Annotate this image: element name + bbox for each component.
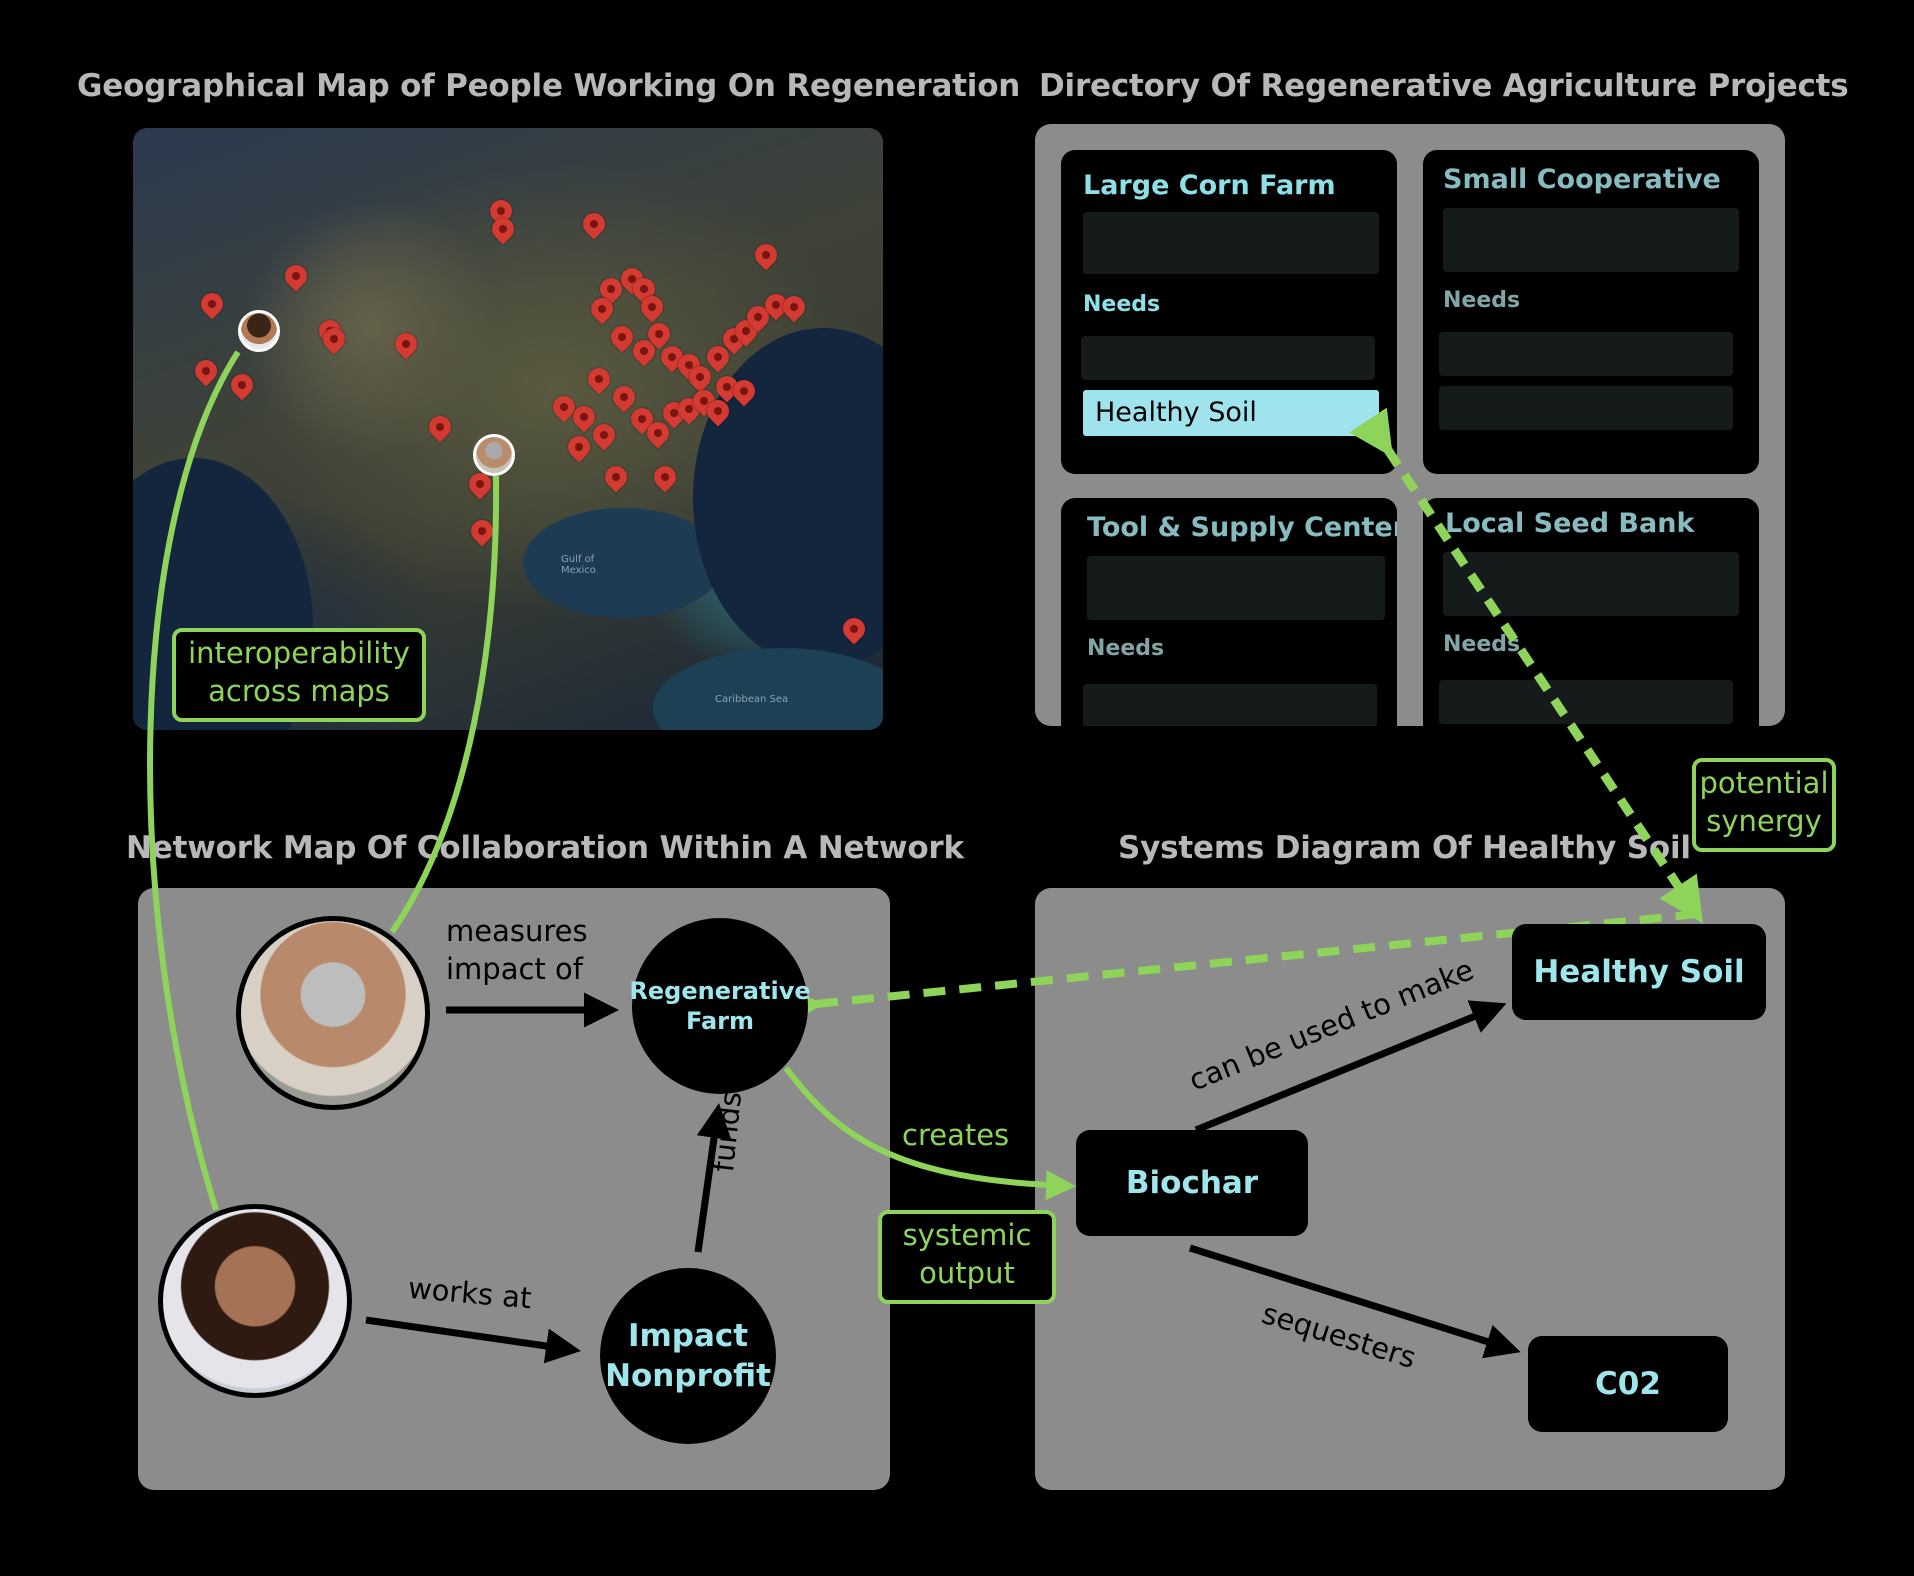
card-title: Large Corn Farm: [1083, 170, 1336, 201]
map-pin[interactable]: [583, 363, 615, 395]
map-pin[interactable]: [600, 461, 632, 493]
callout-interoperability: interoperability across maps: [172, 628, 426, 722]
node-healthy-soil[interactable]: Healthy Soil: [1512, 924, 1766, 1020]
edge-label-measures: measures impact of: [446, 914, 588, 986]
map-pin[interactable]: [196, 288, 228, 320]
card-title: Local Seed Bank: [1445, 508, 1695, 539]
node-regenerative-farm[interactable]: Regenerative Farm: [629, 918, 811, 1094]
needs-label: Needs: [1087, 636, 1165, 661]
card-title: Small Cooperative: [1443, 164, 1721, 195]
needs-field: [1083, 684, 1377, 726]
node-biochar[interactable]: Biochar: [1076, 1130, 1308, 1236]
portrait-older-man[interactable]: [236, 916, 430, 1110]
project-card-large-corn-farm[interactable]: Large Corn Farm Needs Healthy Soil: [1061, 150, 1397, 474]
network-title: Network Map Of Collaboration Within A Ne…: [126, 830, 964, 866]
gulf-of-mexico: [523, 508, 723, 618]
callout-potential-synergy: potential synergy: [1692, 758, 1836, 852]
map-avatar-young-man[interactable]: [238, 310, 280, 352]
callout-systemic-output: systemic output: [878, 1210, 1056, 1304]
map-pin[interactable]: [466, 515, 498, 547]
map-pin[interactable]: [226, 369, 258, 401]
needs-field: [1439, 332, 1733, 376]
map-pin[interactable]: [608, 381, 640, 413]
map-pin[interactable]: [588, 419, 620, 451]
project-card-tool-supply-center[interactable]: Tool & Supply Center Needs: [1061, 498, 1397, 726]
map-avatar-older-man[interactable]: [473, 434, 515, 476]
description-field: [1443, 552, 1739, 616]
edge-label-creates: creates: [902, 1118, 1010, 1152]
geo-map-title: Geographical Map of People Working On Re…: [77, 68, 1021, 104]
portrait-young-man[interactable]: [158, 1204, 352, 1398]
node-co2[interactable]: C02: [1528, 1336, 1728, 1432]
project-card-small-cooperative[interactable]: Small Cooperative Needs: [1423, 150, 1759, 474]
map-pin[interactable]: [390, 328, 422, 360]
caribbean-sea: [653, 648, 883, 730]
map-pin[interactable]: [424, 411, 456, 443]
caribbean-label: Caribbean Sea: [715, 694, 789, 705]
card-title: Tool & Supply Center: [1087, 512, 1397, 543]
map-pin[interactable]: [190, 355, 222, 387]
need-chip-healthy-soil[interactable]: Healthy Soil: [1083, 390, 1379, 436]
map-pin[interactable]: [563, 431, 595, 463]
needs-label: Needs: [1443, 632, 1521, 657]
systems-title: Systems Diagram Of Healthy Soil: [1118, 830, 1691, 866]
needs-label: Needs: [1083, 292, 1161, 317]
node-impact-nonprofit[interactable]: Impact Nonprofit: [600, 1268, 776, 1444]
needs-field: [1081, 336, 1375, 380]
needs-field: [1439, 386, 1733, 430]
project-card-local-seed-bank[interactable]: Local Seed Bank Needs: [1423, 498, 1759, 726]
map-pin[interactable]: [578, 208, 610, 240]
description-field: [1087, 556, 1385, 620]
needs-label: Needs: [1443, 288, 1521, 313]
map-pin[interactable]: [649, 461, 681, 493]
directory-title: Directory Of Regenerative Agriculture Pr…: [1039, 68, 1849, 104]
description-field: [1443, 208, 1739, 272]
description-field: [1083, 212, 1379, 274]
needs-field: [1439, 680, 1733, 724]
map-pin[interactable]: [750, 239, 782, 271]
directory-panel: Large Corn Farm Needs Healthy Soil Small…: [1035, 124, 1785, 726]
map-pin[interactable]: [280, 260, 312, 292]
